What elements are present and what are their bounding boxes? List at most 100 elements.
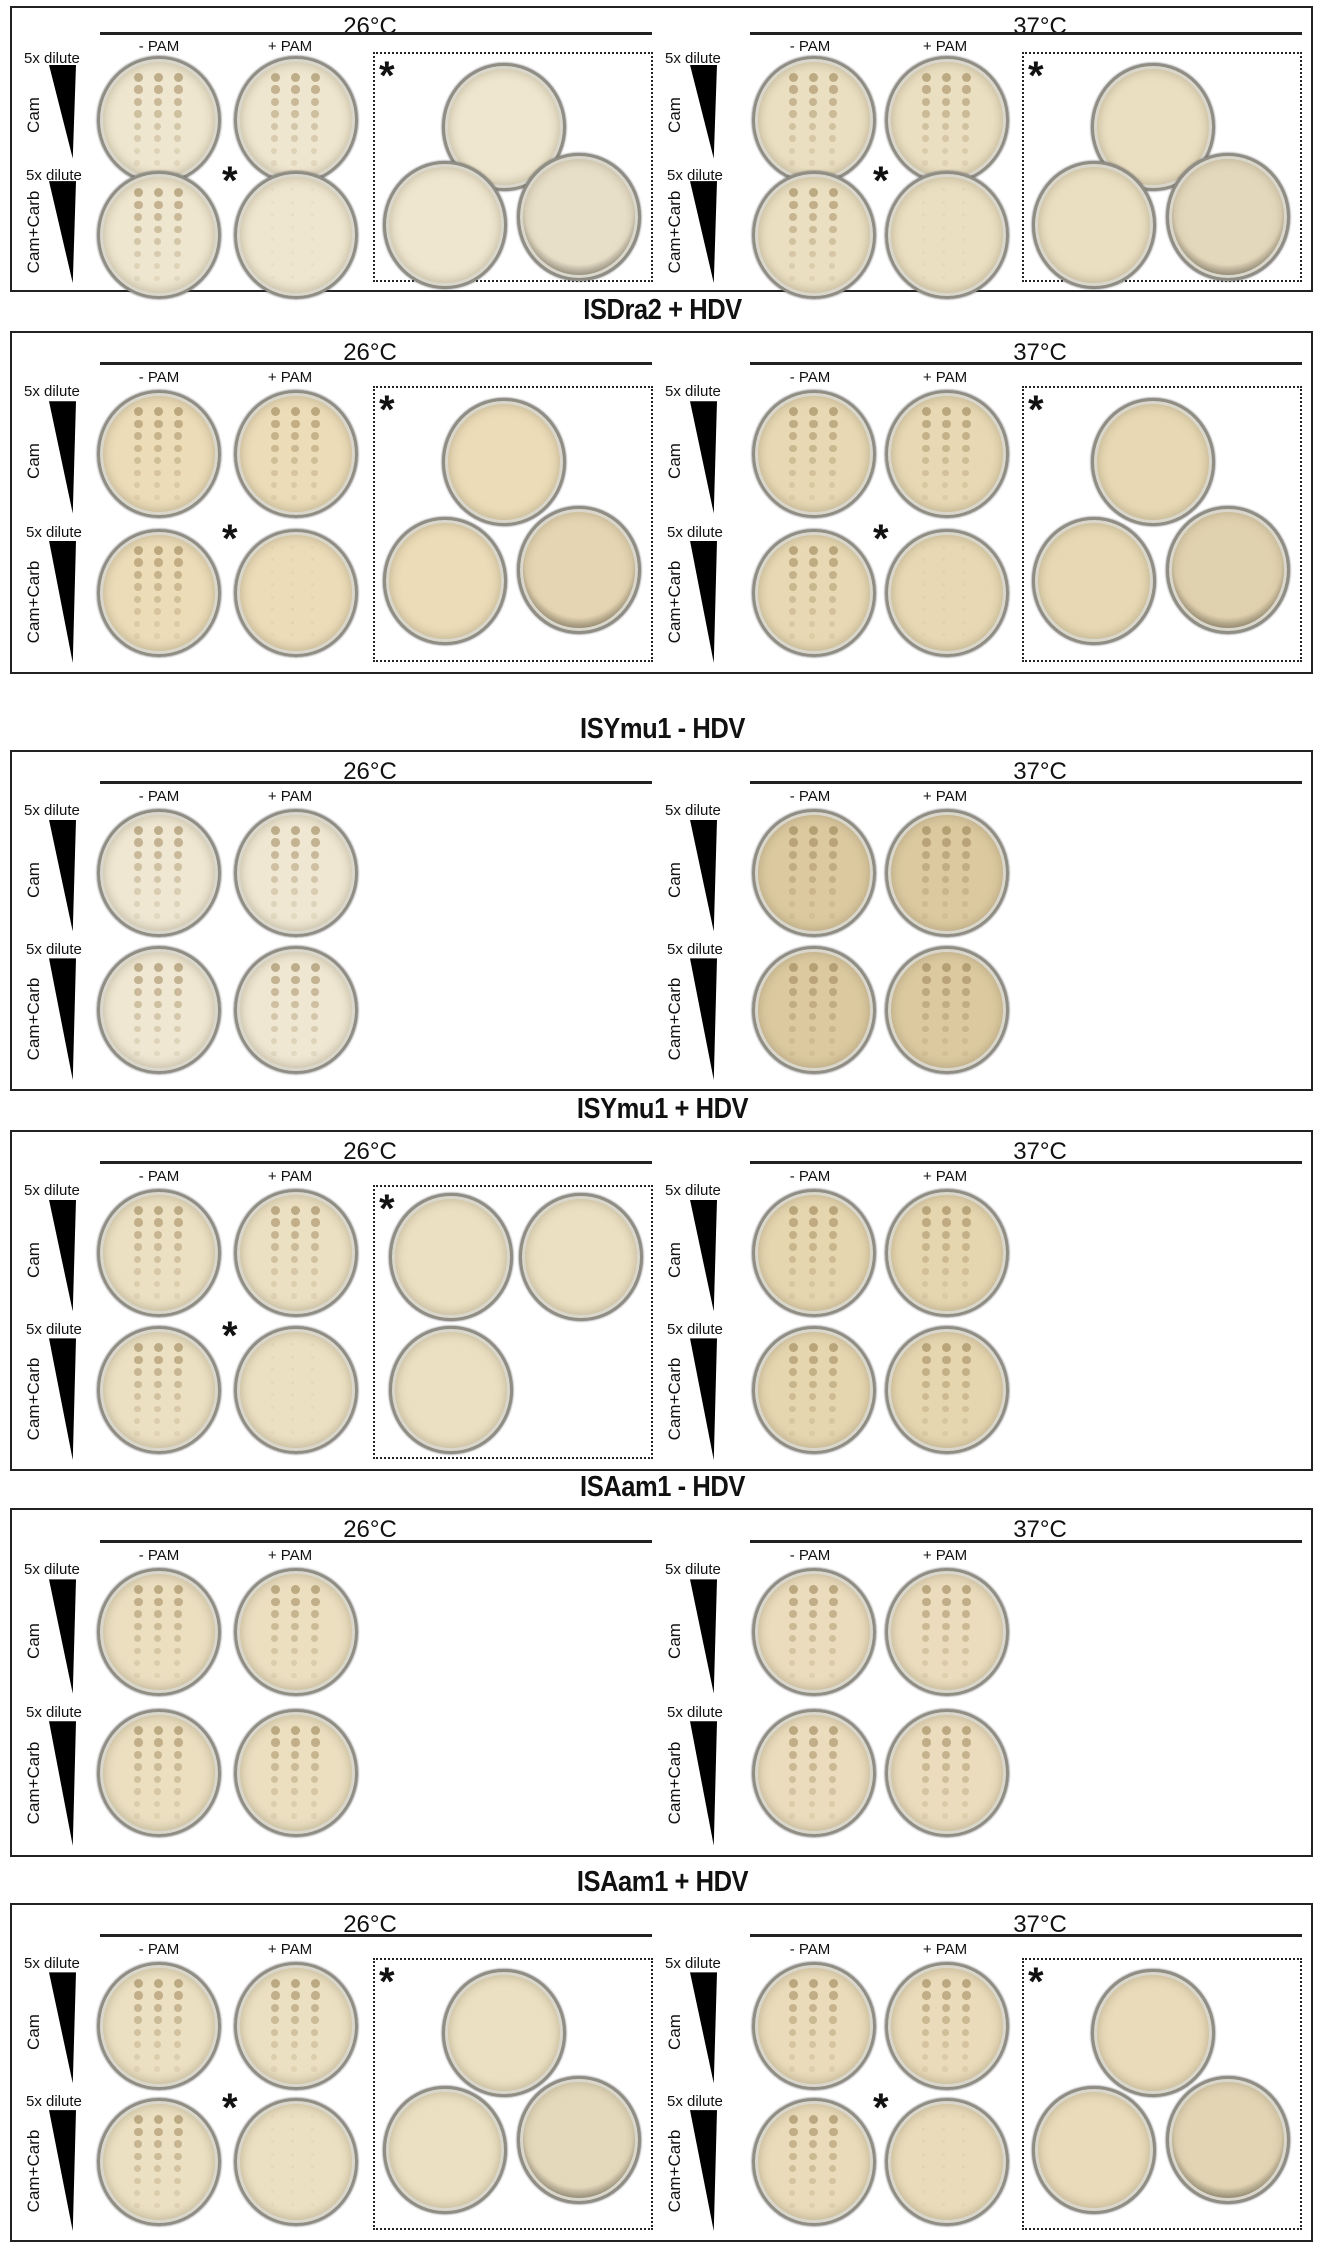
dilution-label: 5x dilute <box>667 941 723 959</box>
colony-spot <box>311 1355 314 1359</box>
colony-spot <box>174 1038 180 1045</box>
colony-spot <box>174 1418 180 1425</box>
dilution-label: 5x dilute <box>26 941 82 959</box>
colony-spot <box>291 482 297 489</box>
colony-spot <box>291 1585 300 1595</box>
colony-spot <box>922 263 925 267</box>
colony-spot <box>962 2140 965 2144</box>
colony-spot <box>942 583 945 587</box>
colony-spot <box>311 263 314 267</box>
lawn-plate <box>383 161 507 290</box>
colony-spot <box>809 850 817 859</box>
colony-spot <box>271 570 274 574</box>
colony-spot <box>271 1038 277 1045</box>
colony-spot <box>174 444 182 453</box>
colony-spot <box>311 2202 314 2206</box>
temperature-label: 26°C <box>343 1137 397 1165</box>
colony-spot <box>291 1293 297 1299</box>
colony-spot <box>291 1813 297 1819</box>
colony-spot <box>942 1268 949 1275</box>
colony-spot <box>154 570 162 579</box>
colony-spot <box>922 110 930 118</box>
colony-spot <box>789 2028 796 2036</box>
colony-spot <box>809 2066 815 2072</box>
dilution-gradient-icon <box>690 1972 717 2084</box>
plate-cam-carb-plus-pam <box>885 946 1009 1075</box>
colony-spot <box>829 2165 836 2173</box>
colony-spot <box>962 1355 971 1365</box>
colony-spot <box>154 1750 162 1759</box>
colony-spot <box>942 1025 949 1033</box>
colony-spot <box>174 2202 180 2209</box>
dilution-gradient-icon <box>49 401 76 514</box>
colony-spot <box>134 482 140 489</box>
colony-spot <box>271 1418 274 1422</box>
colony-spot <box>134 1393 141 1401</box>
colony-spot <box>271 825 280 835</box>
dilution-label: 5x dilute <box>667 1703 723 1721</box>
plate-cam-carb-minus-pam <box>97 1326 221 1455</box>
colony-spot <box>311 1405 314 1409</box>
colony-spot <box>789 1647 796 1655</box>
colony-spot <box>154 1725 163 1735</box>
colony-spot <box>962 1393 969 1401</box>
colony-spot <box>291 633 294 637</box>
colony-spot <box>311 988 319 997</box>
colony-spot <box>789 1343 798 1353</box>
colony-spot <box>809 1000 817 1009</box>
colony-spot <box>789 608 796 615</box>
colony-spot <box>271 1647 278 1655</box>
plate-cam-carb-minus-pam <box>97 946 221 1075</box>
colony-spot <box>154 2016 162 2024</box>
colony-spot <box>942 110 950 118</box>
colony-spot <box>922 1991 931 2000</box>
colony-spot <box>134 825 143 835</box>
dilution-label: 5x dilute <box>24 1181 80 1199</box>
plate-cam-plus-pam <box>885 55 1009 184</box>
colony-spot <box>922 1243 930 1251</box>
colony-spot <box>311 583 314 587</box>
colony-spot <box>311 545 314 549</box>
colony-spot <box>271 1368 274 1372</box>
colony-spot <box>154 1013 161 1021</box>
colony-spot <box>134 570 142 579</box>
colony-spot <box>154 1585 163 1595</box>
colony-spot <box>311 135 318 142</box>
colony-spot <box>829 1788 836 1795</box>
colony-spot <box>291 263 294 267</box>
colony-spot <box>922 72 931 82</box>
colony-spot <box>311 494 317 501</box>
colony-spot <box>829 608 836 615</box>
colony-spot <box>154 457 161 465</box>
colony-spot <box>134 275 140 282</box>
colony-spot <box>311 875 318 883</box>
colony-spot <box>962 1660 968 1667</box>
colony-spot <box>174 1800 180 1807</box>
colony-spot <box>942 1585 951 1595</box>
colony-spot <box>271 1000 279 1009</box>
dilution-gradient-icon <box>49 1579 76 1694</box>
colony-spot <box>174 72 183 82</box>
colony-spot <box>134 1610 142 1619</box>
colony-spot <box>962 482 968 489</box>
colony-spot <box>271 457 278 465</box>
colony-spot <box>942 988 950 997</box>
colony-spot <box>311 913 317 919</box>
colony-spot <box>789 1597 798 1607</box>
dilution-gradient-icon <box>49 181 76 284</box>
colony-spot <box>271 1218 280 1227</box>
colony-spot <box>291 444 299 453</box>
colony-spot <box>922 1368 930 1377</box>
row-label-cam-carb: Cam+Carb <box>665 1742 684 1825</box>
colony-spot <box>271 1343 274 1347</box>
colony-spot <box>174 838 183 847</box>
temperature-line <box>100 1160 652 1164</box>
colony-spot <box>291 913 297 919</box>
colony-spot <box>962 1038 968 1045</box>
colony-spot <box>311 900 317 907</box>
colony-spot <box>922 975 931 985</box>
colony-spot <box>154 1230 162 1239</box>
colony-spot <box>809 1610 817 1619</box>
